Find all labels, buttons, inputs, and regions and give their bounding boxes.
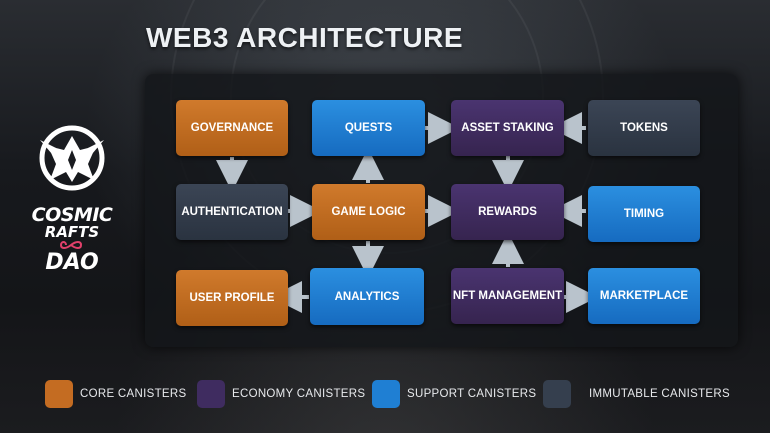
cosmic-rafts-emblem-icon — [30, 120, 114, 196]
page-title: WEB3 ARCHITECTURE — [146, 22, 464, 53]
node-marketplace: MARKETPLACE — [588, 268, 700, 324]
node-nft-management: NFT MANAGEMENT — [451, 268, 564, 324]
logo-text-dao: DAO — [45, 250, 99, 275]
legend-label-core: CORE CANISTERS — [80, 388, 187, 400]
node-user-profile: USER PROFILE — [176, 270, 288, 326]
node-tokens: TOKENS — [588, 100, 700, 156]
legend-swatch-core — [45, 380, 73, 408]
node-quests: QUESTS — [312, 100, 425, 156]
legend-label-support: SUPPORT CANISTERS — [407, 388, 537, 400]
node-game-logic: GAME LOGIC — [312, 184, 425, 240]
node-asset-staking: ASSET STAKING — [451, 100, 564, 156]
legend-swatch-support — [372, 380, 400, 408]
legend-swatch-immutable — [543, 380, 571, 408]
node-authentication: AUTHENTICATION — [176, 184, 288, 240]
legend-label-immutable: IMMUTABLE CANISTERS — [589, 388, 730, 400]
legend-swatch-economy — [197, 380, 225, 408]
logo-text-cosmic: COSMIC — [31, 204, 113, 226]
legend-label-economy: ECONOMY CANISTERS — [232, 388, 366, 400]
node-timing: TIMING — [588, 186, 700, 242]
infinity-icon — [59, 238, 83, 250]
node-analytics: ANALYTICS — [310, 268, 424, 325]
node-rewards: REWARDS — [451, 184, 564, 240]
logo-text-rafts: RAFTS — [44, 223, 100, 241]
node-governance: GOVERNANCE — [176, 100, 288, 156]
